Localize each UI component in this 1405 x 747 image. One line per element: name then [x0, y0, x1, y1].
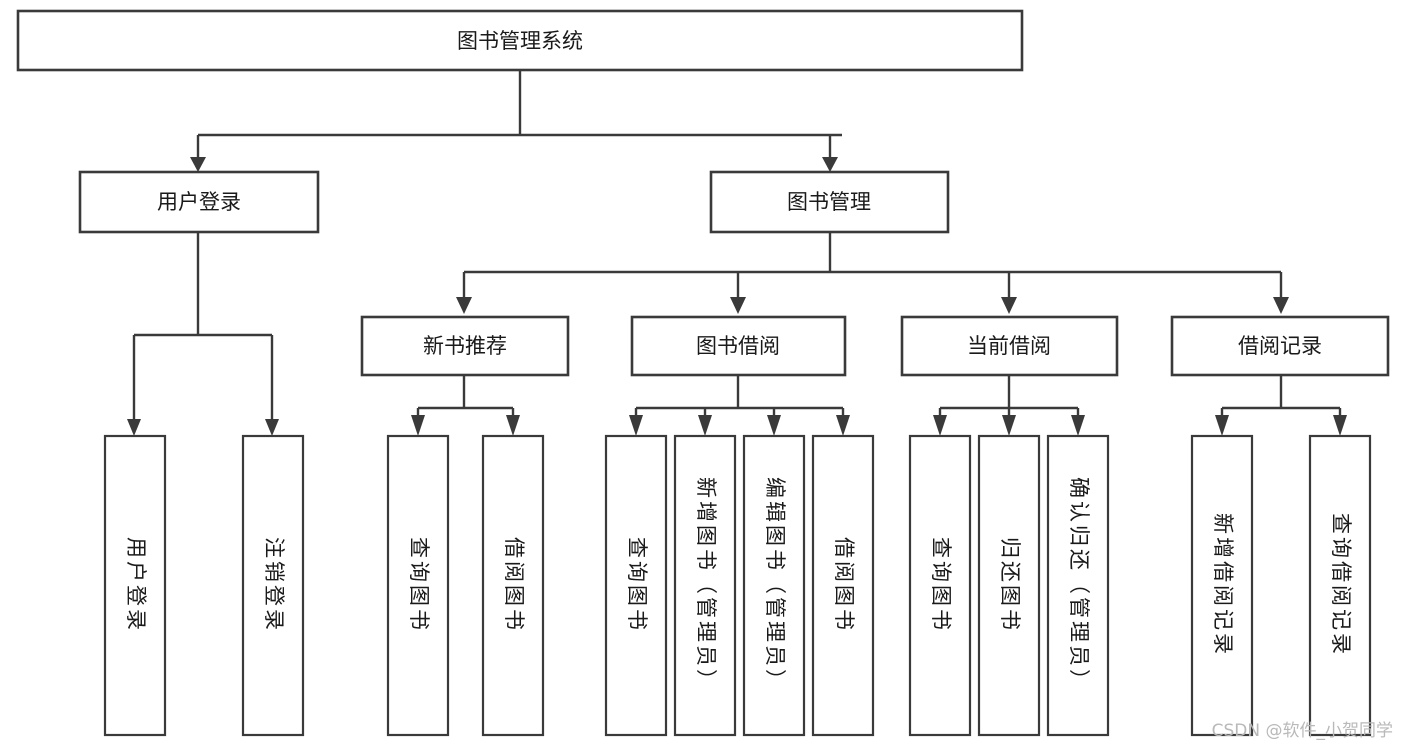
leaf-label-borrow-record-add: 新增借阅记录	[1211, 513, 1235, 657]
connector-group-book-borrow	[629, 375, 850, 436]
connector-group-user-login	[127, 232, 279, 436]
arrow-head-leaf-borrow-record-2	[1333, 415, 1347, 436]
node-root-book-management-system[interactable]: 图书管理系统	[16, 9, 1024, 72]
node-borrow-record[interactable]: 借阅记录	[1170, 315, 1390, 377]
node-user-login-box	[78, 170, 320, 234]
leaf-label-user-login-login: 用户登录	[124, 537, 148, 633]
leaf-node-new-book-borrow[interactable]: 借阅图书	[481, 434, 545, 737]
leaf-box-book-borrow-query	[604, 434, 668, 737]
arrow-head-leaf-current-borrow-3	[1071, 415, 1085, 436]
node-current-borrow-box	[900, 315, 1119, 377]
leaf-node-borrow-record-add[interactable]: 新增借阅记录	[1190, 434, 1254, 737]
leaf-node-new-book-query[interactable]: 查询图书	[386, 434, 450, 737]
leaf-node-user-login-logout[interactable]: 注销登录	[241, 434, 305, 737]
leaf-box-new-book-query	[386, 434, 450, 737]
leaf-label-new-book-borrow: 借阅图书	[502, 537, 526, 633]
node-book-management-box	[709, 170, 950, 234]
node-new-book-recommend-label: 新书推荐	[423, 334, 507, 358]
arrow-head-new-book	[456, 297, 472, 314]
node-borrow-record-box	[1170, 315, 1390, 377]
node-new-book-recommend[interactable]: 新书推荐	[360, 315, 570, 377]
leaf-label-book-borrow-query: 查询图书	[625, 537, 649, 633]
arrow-head-current-borrow	[1001, 297, 1017, 314]
arrow-head-user-login	[190, 157, 206, 172]
arrow-head-leaf-book-borrow-2	[698, 415, 712, 436]
node-book-management[interactable]: 图书管理	[709, 170, 950, 234]
arrow-head-leaf-book-borrow-3	[767, 415, 781, 436]
arrow-head-borrow-record	[1273, 297, 1289, 314]
leaf-box-borrow-record-query	[1308, 434, 1372, 737]
leaf-box-book-borrow-add	[673, 434, 737, 737]
node-borrow-record-label: 借阅记录	[1238, 334, 1322, 358]
leaf-node-book-borrow-add[interactable]: 新增图书（管理员）	[673, 434, 737, 737]
connector-group-book-management	[456, 232, 1289, 314]
leaf-node-book-borrow-borrow[interactable]: 借阅图书	[811, 434, 875, 737]
leaf-box-new-book-borrow	[481, 434, 545, 737]
node-book-borrow-label: 图书借阅	[696, 334, 780, 358]
node-current-borrow-label: 当前借阅	[967, 334, 1051, 358]
leaf-box-book-borrow-borrow	[811, 434, 875, 737]
node-new-book-recommend-box	[360, 315, 570, 377]
arrow-head-leaf-borrow-record-1	[1215, 415, 1229, 436]
node-book-borrow-box	[630, 315, 847, 377]
leaf-box-borrow-record-add	[1190, 434, 1254, 737]
leaf-node-user-login-login[interactable]: 用户登录	[103, 434, 167, 737]
leaf-label-book-borrow-edit: 编辑图书（管理员）	[763, 477, 787, 693]
leaf-box-user-login-login	[103, 434, 167, 737]
arrow-head-leaf-new-book-2	[506, 415, 520, 436]
node-user-login-label: 用户登录	[157, 190, 241, 214]
node-current-borrow[interactable]: 当前借阅	[900, 315, 1119, 377]
leaf-label-current-borrow-return: 归还图书	[998, 537, 1022, 633]
leaf-box-current-borrow-return	[977, 434, 1041, 737]
connector-group-current-borrow	[933, 375, 1085, 436]
connector-group-borrow-record	[1215, 375, 1347, 436]
leaf-box-user-login-logout	[241, 434, 305, 737]
leaf-label-book-borrow-add: 新增图书（管理员）	[694, 477, 718, 693]
leaf-box-current-borrow-confirm	[1046, 434, 1110, 737]
leaf-label-current-borrow-query: 查询图书	[929, 537, 953, 633]
arrow-head-leaf-current-borrow-1	[933, 415, 947, 436]
node-root-label: 图书管理系统	[457, 29, 583, 53]
leaf-node-borrow-record-query[interactable]: 查询借阅记录	[1308, 434, 1372, 737]
leaf-node-current-borrow-query[interactable]: 查询图书	[908, 434, 972, 737]
leaf-box-current-borrow-query	[908, 434, 972, 737]
connector-group-root	[190, 70, 842, 172]
leaf-label-new-book-query: 查询图书	[407, 537, 431, 633]
leaf-label-book-borrow-borrow: 借阅图书	[832, 537, 856, 633]
leaf-label-user-login-logout: 注销登录	[262, 537, 286, 633]
arrow-head-leaf-book-borrow-1	[629, 415, 643, 436]
arrow-head-book-borrow	[730, 297, 746, 314]
leaf-node-book-borrow-edit[interactable]: 编辑图书（管理员）	[742, 434, 806, 737]
node-root-box	[16, 9, 1024, 72]
node-book-management-label: 图书管理	[787, 190, 871, 214]
arrow-head-leaf-book-borrow-4	[836, 415, 850, 436]
arrow-head-leaf-user-login-1	[127, 419, 141, 436]
leaf-node-book-borrow-query[interactable]: 查询图书	[604, 434, 668, 737]
arrow-head-leaf-user-login-2	[265, 419, 279, 436]
leaf-box-book-borrow-edit	[742, 434, 806, 737]
connector-group-new-book	[411, 375, 520, 436]
node-user-login[interactable]: 用户登录	[78, 170, 320, 234]
leaf-label-borrow-record-query: 查询借阅记录	[1329, 513, 1353, 657]
node-book-borrow[interactable]: 图书借阅	[630, 315, 847, 377]
leaf-label-current-borrow-confirm: 确认归还（管理员）	[1067, 477, 1091, 693]
arrow-head-leaf-current-borrow-2	[1002, 415, 1016, 436]
arrow-head-book-mgmt	[822, 157, 838, 172]
arrow-head-leaf-new-book-1	[411, 415, 425, 436]
leaf-node-current-borrow-confirm[interactable]: 确认归还（管理员）	[1046, 434, 1110, 737]
leaf-node-current-borrow-return[interactable]: 归还图书	[977, 434, 1041, 737]
